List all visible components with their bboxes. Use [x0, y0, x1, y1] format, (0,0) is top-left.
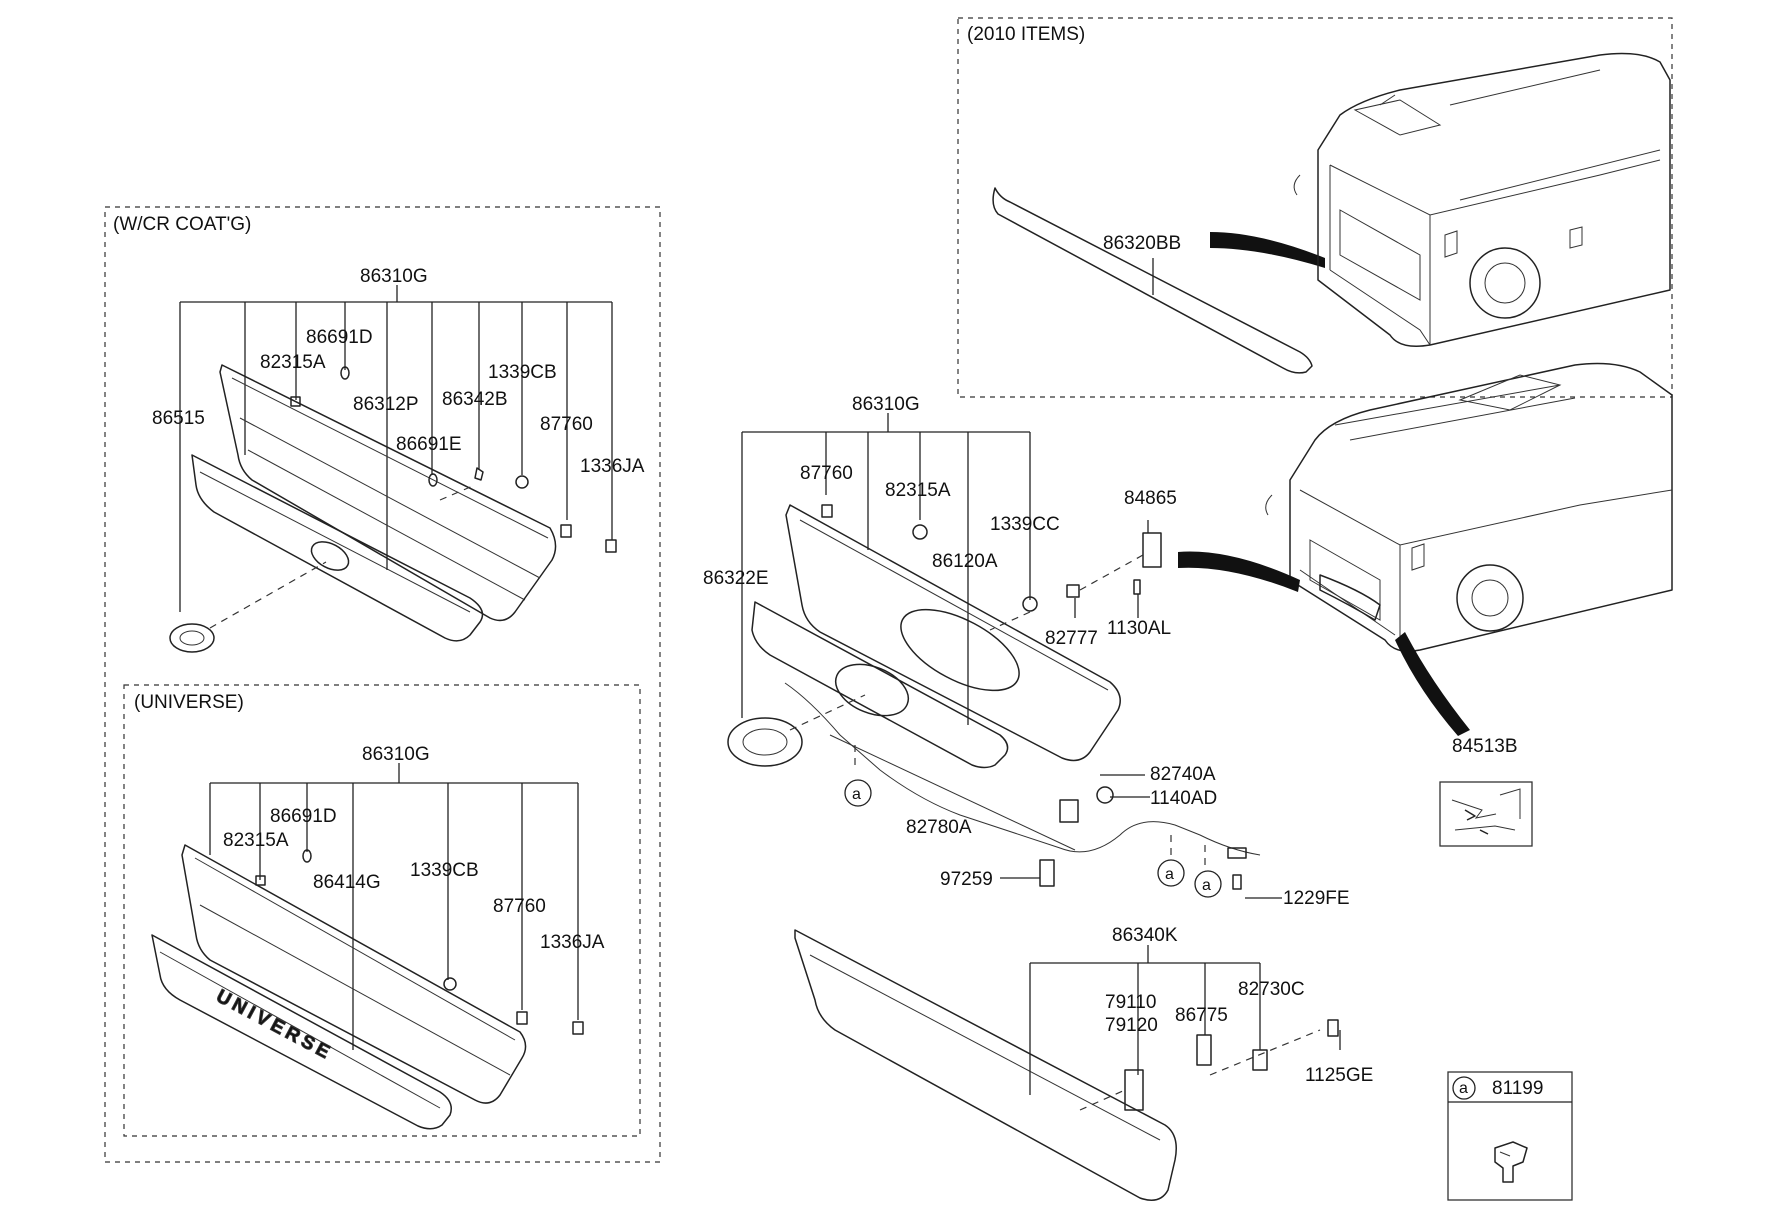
inset-81199: a	[1447, 1071, 1573, 1201]
label-82315a-universe: 82315A	[223, 830, 289, 851]
assembly-center	[727, 413, 1341, 1201]
label-82315a-cr: 82315A	[260, 352, 326, 373]
label-86691d-universe: 86691D	[270, 806, 337, 827]
label-86310g-cr: 86310G	[360, 266, 428, 287]
label-87760-cr: 87760	[540, 414, 593, 435]
label-86775: 86775	[1175, 1005, 1228, 1026]
section-title-2010-items: (2010 ITEMS)	[967, 24, 1085, 45]
label-86312p: 86312P	[353, 394, 419, 415]
label-card-84513b	[1439, 781, 1533, 847]
label-86310g-center: 86310G	[852, 394, 920, 415]
section-box-universe	[123, 684, 641, 1137]
label-1125ge: 1125GE	[1305, 1065, 1373, 1086]
label-1339cb-cr: 1339CB	[488, 362, 557, 383]
bus-illustration-lower	[1178, 362, 1673, 736]
label-79120: 79120	[1105, 1015, 1158, 1036]
label-82730c: 82730C	[1238, 979, 1305, 1000]
label-79110: 79110	[1105, 992, 1156, 1013]
label-86320bb: 86320BB	[1103, 233, 1181, 254]
label-1339cb-universe: 1339CB	[410, 860, 479, 881]
callout-a-2: a	[1157, 859, 1185, 887]
label-86310g-universe: 86310G	[362, 744, 430, 765]
label-84513b: 84513B	[1452, 736, 1518, 757]
section-title-cr-coating: (W/CR COAT'G)	[113, 214, 251, 235]
label-87760-center: 87760	[800, 463, 853, 484]
assembly-2010-items	[992, 52, 1671, 374]
label-81199: 81199	[1492, 1078, 1543, 1099]
label-82777: 82777	[1045, 628, 1098, 649]
label-86691d-cr: 86691D	[306, 327, 373, 348]
section-title-universe: (UNIVERSE)	[134, 692, 244, 713]
label-87760-universe: 87760	[493, 896, 546, 917]
label-1336ja-cr: 1336JA	[580, 456, 645, 477]
label-86515: 86515	[152, 408, 205, 429]
label-1140ad: 1140AD	[1150, 788, 1217, 809]
label-86414g: 86414G	[313, 872, 381, 893]
section-box-cr-coating	[104, 206, 661, 1163]
label-1336ja-universe: 1336JA	[540, 932, 605, 953]
label-86120a: 86120A	[932, 551, 998, 572]
label-82315a-center: 82315A	[885, 480, 951, 501]
svg-text:a: a	[1165, 866, 1174, 883]
label-1130al: 1130AL	[1107, 618, 1171, 639]
label-1339cc: 1339CC	[990, 514, 1060, 535]
assembly-cr-coating	[169, 285, 617, 653]
label-86322e: 86322E	[703, 568, 769, 589]
label-86340k: 86340K	[1112, 925, 1178, 946]
label-86342b: 86342B	[442, 389, 508, 410]
callout-a-3: a	[1194, 870, 1222, 898]
callout-a-inset: a	[1459, 1080, 1468, 1097]
label-82740a: 82740A	[1150, 764, 1216, 785]
label-97259: 97259	[940, 869, 993, 890]
section-box-2010-items	[957, 17, 1673, 398]
svg-text:a: a	[852, 786, 861, 803]
svg-text:a: a	[1202, 877, 1211, 894]
callout-a-1: a	[844, 779, 872, 807]
label-82780a: 82780A	[906, 817, 972, 838]
label-86691e: 86691E	[396, 434, 462, 455]
label-1229fe: 1229FE	[1283, 888, 1350, 909]
label-84865: 84865	[1124, 488, 1177, 509]
assembly-universe: UNIVERSE	[151, 763, 584, 1130]
